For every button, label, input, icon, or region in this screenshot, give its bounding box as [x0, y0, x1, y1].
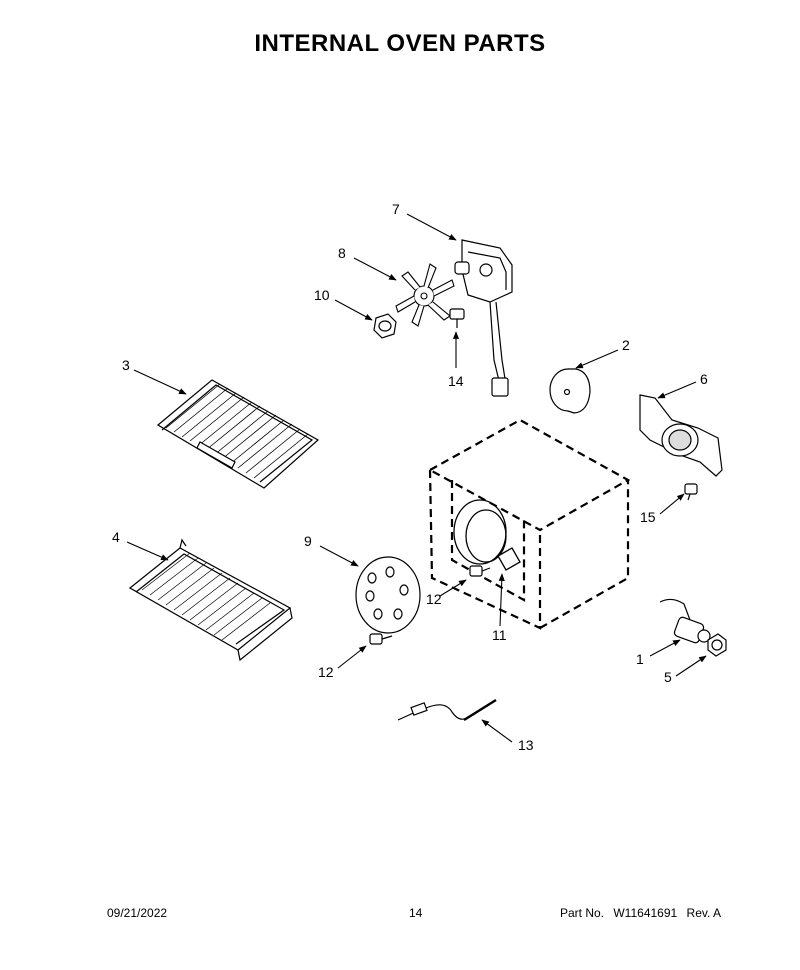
callout-3: 3 — [122, 357, 130, 373]
cavity-ring-part — [453, 499, 521, 571]
heater-plate-part — [549, 368, 591, 414]
oven-rack-part — [156, 379, 320, 489]
callout-leaders — [126, 213, 707, 743]
callout-4: 4 — [112, 529, 120, 545]
footer-page-number: 14 — [409, 906, 423, 920]
callout-5: 5 — [664, 669, 672, 685]
callout-6: 6 — [700, 371, 708, 387]
screw-part-12-lower — [369, 633, 393, 645]
callout-12-lower: 12 — [318, 664, 334, 680]
footer-part-label: Part No. — [560, 906, 605, 920]
callout-13: 13 — [518, 737, 534, 753]
callout-10: 10 — [314, 287, 330, 303]
oven-cavity-outline — [427, 418, 631, 630]
rear-cover-plate-part — [355, 556, 421, 634]
callout-15: 15 — [640, 509, 656, 525]
callout-1: 1 — [636, 651, 644, 667]
footer-part-number: W11641691 — [613, 906, 678, 920]
light-socket-part — [659, 598, 711, 644]
callout-labels: 7 8 10 14 3 2 6 4 9 12 11 15 12 1 5 13 — [112, 201, 708, 753]
callout-7: 7 — [392, 201, 400, 217]
screw-part-12-upper — [469, 565, 491, 577]
fan-blade-part — [395, 263, 455, 327]
screw-part-14 — [449, 308, 465, 328]
convection-motor-part — [454, 239, 513, 397]
footer-part-info: Part No. W11641691 Rev. A — [560, 906, 727, 920]
callout-2: 2 — [622, 337, 630, 353]
callout-8: 8 — [338, 245, 346, 261]
convection-baffle-part — [639, 394, 723, 477]
slide-rack-part — [128, 538, 293, 662]
screw-part-15 — [684, 483, 698, 501]
callout-14: 14 — [448, 373, 464, 389]
callout-9: 9 — [304, 533, 312, 549]
callout-12-upper: 12 — [426, 591, 442, 607]
page-title: INTERNAL OVEN PARTS — [254, 30, 546, 57]
callout-11: 11 — [492, 627, 507, 643]
footer-revision: Rev. A — [686, 906, 721, 920]
temperature-probe-part — [397, 698, 497, 722]
footer-date: 09/21/2022 — [107, 906, 168, 920]
nut-part-10 — [373, 313, 397, 339]
light-lens-part — [707, 633, 727, 657]
